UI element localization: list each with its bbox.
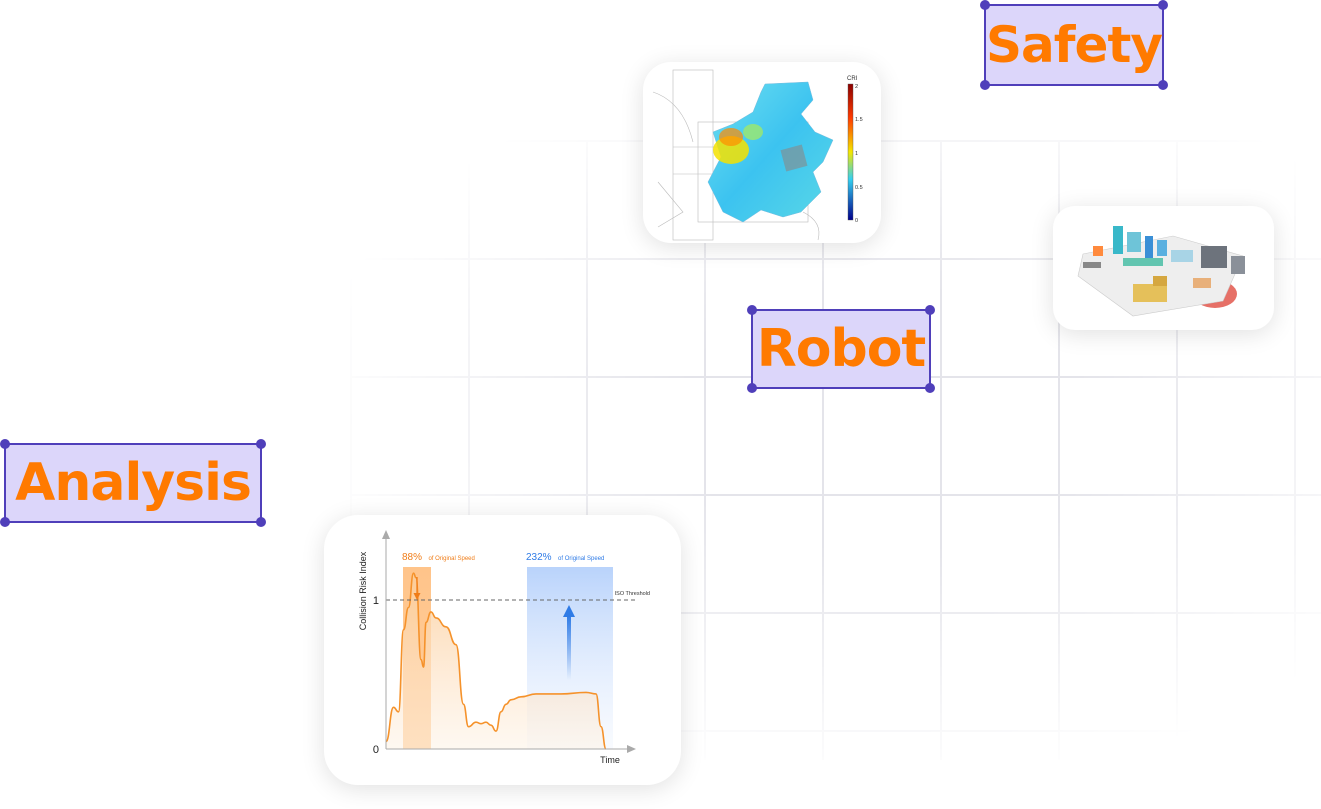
robot-cell-illustration	[1077, 226, 1245, 317]
speedup-text: of Original Speed	[558, 556, 604, 562]
resize-handle[interactable]	[256, 517, 266, 527]
resize-handle[interactable]	[925, 383, 935, 393]
resize-handle[interactable]	[256, 439, 266, 449]
y-tick-label: 0	[373, 744, 379, 756]
heatmap-card[interactable]: CRI 2 1.5 1 0.5 0	[643, 62, 881, 243]
colorbar-tick: 2	[855, 84, 858, 90]
resize-handle[interactable]	[1158, 0, 1168, 10]
y-tick-label: 1	[373, 595, 379, 607]
resize-handle[interactable]	[747, 383, 757, 393]
risk-area	[386, 573, 606, 749]
resize-handle[interactable]	[1158, 80, 1168, 90]
resize-handle[interactable]	[980, 0, 990, 10]
collision-risk-chart: Collision Risk Index ISO Threshold 1 0 T…	[358, 530, 650, 765]
x-axis-label: Time	[600, 755, 620, 765]
robot-tag[interactable]: Robot	[747, 305, 935, 393]
iso-threshold-label: ISO Threshold	[615, 591, 650, 597]
x-axis-arrow	[627, 745, 636, 753]
down-arrow-icon	[413, 577, 421, 600]
resize-handle[interactable]	[925, 305, 935, 315]
robot-label: Robot	[756, 319, 927, 379]
analysis-tag[interactable]: Analysis	[0, 439, 266, 527]
robot-cell-card[interactable]	[1053, 206, 1274, 330]
y-axis-label: Collision Risk Index	[358, 551, 368, 630]
speedup-percent: 232%	[526, 552, 552, 563]
safety-label: Safety	[986, 16, 1163, 74]
colorbar-tick: 0	[855, 218, 858, 224]
analysis-label: Analysis	[15, 453, 252, 513]
colorbar-tick: 1	[855, 151, 858, 157]
resize-handle[interactable]	[0, 517, 10, 527]
resize-handle[interactable]	[747, 305, 757, 315]
y-axis-arrow	[382, 530, 390, 539]
slowdown-percent: 88%	[402, 552, 422, 563]
risk-curve	[385, 572, 607, 750]
slowdown-text: of Original Speed	[428, 556, 474, 562]
colorbar-tick: 0.5	[855, 185, 863, 191]
resize-handle[interactable]	[980, 80, 990, 90]
safety-tag[interactable]: Safety	[980, 0, 1168, 90]
slowdown-annotation: 88% of Original Speed	[402, 547, 475, 564]
speedup-annotation: 232% of Original Speed	[526, 547, 604, 564]
resize-handle[interactable]	[0, 439, 10, 449]
heatmap-image: CRI 2 1.5 1 0.5 0	[652, 69, 863, 241]
up-arrow-icon	[563, 605, 575, 680]
chart-card[interactable]: Collision Risk Index ISO Threshold 1 0 T…	[324, 515, 681, 785]
colorbar-tick: 1.5	[855, 117, 863, 123]
colorbar-title: CRI	[847, 76, 858, 82]
